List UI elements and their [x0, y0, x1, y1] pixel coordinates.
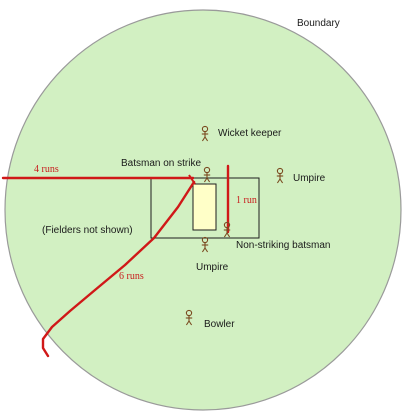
square-area [150, 177, 260, 239]
wicket-keeper-label: Wicket keeper [218, 128, 282, 139]
four-runs-label: 4 runs [34, 164, 59, 175]
batsman-on-strike-label: Batsman on strike [121, 158, 201, 169]
non-striking-batsman-label: Non-striking batsman [236, 240, 330, 251]
fielders-note: (Fielders not shown) [42, 225, 133, 236]
batsman-strike-bat [188, 174, 196, 185]
boundary-label: Boundary [297, 18, 340, 29]
six-runs-label: 6 runs [119, 271, 144, 282]
six-runs-line [41, 180, 196, 358]
bowler-label: Bowler [204, 319, 235, 330]
one-run-label: 1 run [236, 195, 257, 206]
umpire-bowler-end-label: Umpire [196, 262, 229, 273]
umpire-leg-label: Umpire [293, 173, 326, 184]
pitch [192, 183, 217, 231]
